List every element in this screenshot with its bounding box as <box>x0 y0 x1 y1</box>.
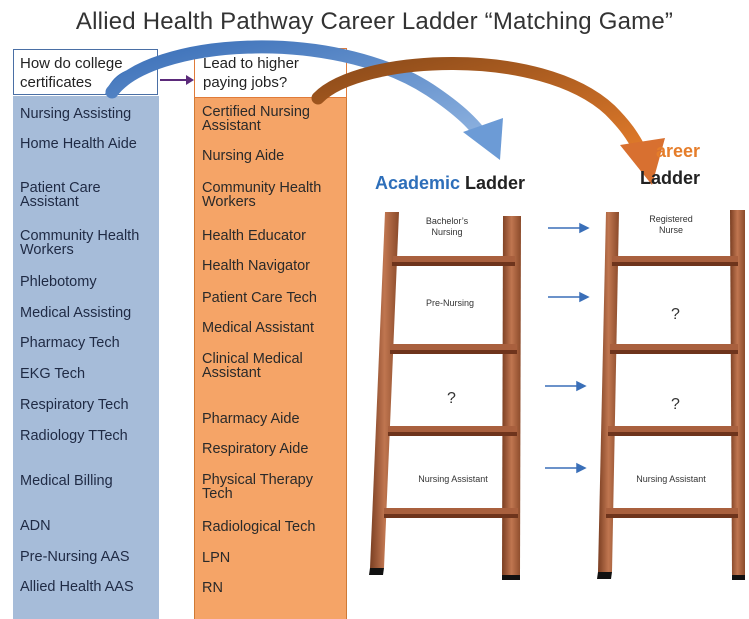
brown-arrowhead-icon <box>620 138 665 185</box>
certificate-item: EKG Tech <box>20 366 86 382</box>
job-item: LPN <box>202 550 231 566</box>
job-item: Health Educator <box>202 228 306 244</box>
brown-curved-arrow-icon <box>311 57 647 157</box>
certificate-item: Patient Care Assistant <box>20 180 101 210</box>
career-rung-4-label: Nursing Assistant <box>636 474 706 484</box>
certificate-item: Home Health Aide <box>20 136 137 152</box>
match-arrow-4-icon <box>545 462 587 474</box>
match-arrow-3-icon <box>545 380 587 392</box>
certificate-item: Community Health Workers <box>20 228 140 258</box>
job-item: Medical Assistant <box>202 320 315 336</box>
blue-arrowhead-icon <box>463 118 503 160</box>
career-rung-1-label: Registered Nurse <box>649 214 693 235</box>
certificate-item: Pre-Nursing AAS <box>20 549 130 565</box>
academic-ladder-heading: Academic Ladder <box>375 173 525 194</box>
job-item: Physical Therapy Tech <box>202 472 313 502</box>
certificates-column: Nursing Assisting Home Health Aide Patie… <box>13 96 159 619</box>
job-item: Radiological Tech <box>202 519 316 535</box>
certificate-item: Medical Billing <box>20 473 113 489</box>
match-arrow-2-icon <box>548 291 590 303</box>
academic-rung-1-label: Bachelor’s Nursing <box>425 216 469 237</box>
academic-rung-4-label: Nursing Assistant <box>418 474 488 484</box>
certificate-item: Respiratory Tech <box>20 397 129 413</box>
career-ladder-heading-accent: areer <box>656 141 701 161</box>
job-item: Respiratory Aide <box>202 441 309 457</box>
academic-rung-2-label: Pre-Nursing <box>425 298 474 308</box>
career-ladder <box>597 210 745 580</box>
jobs-column: Certified Nursing Assistant Nursing Aide… <box>194 97 347 619</box>
job-item: Community Health Workers <box>202 180 322 210</box>
job-item: Health Navigator <box>202 258 310 274</box>
connector-arrow <box>160 75 194 85</box>
job-item: Certified Nursing Assistant <box>202 104 310 134</box>
career-rung-2-label: ? <box>671 306 680 323</box>
certificate-item: ADN <box>20 518 51 534</box>
blue-curved-arrow-icon <box>105 40 492 147</box>
job-item: Patient Care Tech <box>202 290 317 306</box>
certificate-item: Allied Health AAS <box>20 579 134 595</box>
job-item: RN <box>202 580 223 596</box>
career-rung-3-label: ? <box>671 396 680 413</box>
certificate-item: Pharmacy Tech <box>20 335 120 351</box>
page-title: Allied Health Pathway Career Ladder “Mat… <box>75 8 674 35</box>
certificate-item: Nursing Assisting <box>20 106 132 122</box>
career-ladder-heading-rest: Ladder <box>640 168 701 188</box>
job-item: Nursing Aide <box>202 148 285 164</box>
academic-rung-3-label: ? <box>447 390 456 407</box>
academic-ladder <box>369 212 521 580</box>
academic-heading-accent: Academic <box>375 173 461 193</box>
certificate-item: Radiology TTech <box>20 428 128 444</box>
certificate-item: Phlebotomy <box>20 274 97 290</box>
job-item: Clinical Medical Assistant <box>202 351 303 381</box>
certificate-item: Medical Assisting <box>20 305 132 321</box>
academic-heading-rest: Ladder <box>460 173 526 193</box>
job-item: Pharmacy Aide <box>202 411 300 427</box>
match-arrow-1-icon <box>548 222 590 234</box>
